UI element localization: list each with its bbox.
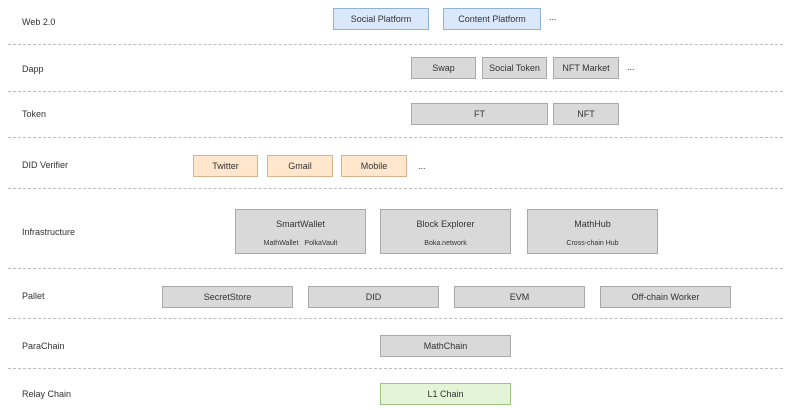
box-label: NFT	[577, 109, 595, 119]
box-social-platform: Social Platform	[333, 8, 429, 30]
box-label: EVM	[509, 292, 530, 302]
box-label: L1 Chain	[427, 389, 464, 399]
box-gmail: Gmail	[267, 155, 333, 177]
box-label: Swap	[432, 63, 455, 73]
box-label: DID	[365, 292, 382, 302]
box-title: Block Explorer	[416, 219, 475, 229]
layer-divider	[8, 91, 783, 92]
box-offchain-worker: Off-chain Worker	[600, 286, 731, 308]
box-subtitle: Cross-chain Hub	[566, 240, 619, 247]
box-social-token: Social Token	[482, 57, 547, 79]
did-verifier-more: ...	[418, 161, 426, 171]
box-label: Off-chain Worker	[631, 292, 700, 302]
dapp-more: ...	[627, 62, 635, 72]
sub-mathwallet: MathWallet	[263, 240, 299, 247]
box-block-explorer: Block Explorer Boka.network	[380, 209, 511, 254]
layer-divider	[8, 368, 783, 369]
box-twitter: Twitter	[193, 155, 258, 177]
box-swap: Swap	[411, 57, 476, 79]
box-smartwallet: SmartWallet MathWallet PolkaVault	[235, 209, 366, 254]
box-label: Content Platform	[458, 14, 526, 24]
box-content-platform: Content Platform	[443, 8, 541, 30]
layer-label-token: Token	[22, 109, 47, 119]
layer-divider	[8, 44, 783, 45]
layer-divider	[8, 188, 783, 189]
layer-label-dapp: Dapp	[22, 64, 44, 74]
layer-label-web2: Web 2.0	[22, 17, 56, 27]
layer-label-parachain: ParaChain	[22, 341, 65, 351]
box-nft: NFT	[553, 103, 619, 125]
box-mathchain: MathChain	[380, 335, 511, 357]
box-subtitle: MathWallet PolkaVault	[264, 239, 338, 249]
box-label: FT	[474, 109, 485, 119]
box-label: MathChain	[423, 341, 468, 351]
box-label: Social Platform	[350, 14, 412, 24]
layer-divider	[8, 137, 783, 138]
box-label: SecretStore	[203, 292, 252, 302]
box-subtitle: Boka.network	[424, 240, 467, 247]
box-evm: EVM	[454, 286, 585, 308]
web2-more: ...	[549, 12, 557, 22]
box-label: Twitter	[212, 161, 239, 171]
box-mathhub: MathHub Cross-chain Hub	[527, 209, 658, 254]
box-title: MathHub	[574, 219, 611, 229]
layer-divider	[8, 268, 783, 269]
box-nft-market: NFT Market	[553, 57, 619, 79]
box-ft: FT	[411, 103, 548, 125]
layer-label-did-verifier: DID Verifier	[22, 160, 69, 170]
layer-label-relay-chain: Relay Chain	[22, 389, 72, 399]
box-did: DID	[308, 286, 439, 308]
box-mobile: Mobile	[341, 155, 407, 177]
box-title: SmartWallet	[276, 219, 325, 229]
sub-polkavault: PolkaVault	[304, 240, 338, 247]
box-label: Social Token	[489, 63, 540, 73]
layer-divider	[8, 318, 783, 319]
box-l1-chain: L1 Chain	[380, 383, 511, 405]
layer-label-pallet: Pallet	[22, 291, 45, 301]
box-label: Mobile	[360, 161, 388, 171]
box-label: Gmail	[288, 161, 312, 171]
box-secretstore: SecretStore	[162, 286, 293, 308]
box-label: NFT Market	[562, 63, 610, 73]
layer-label-infrastructure: Infrastructure	[22, 227, 76, 237]
